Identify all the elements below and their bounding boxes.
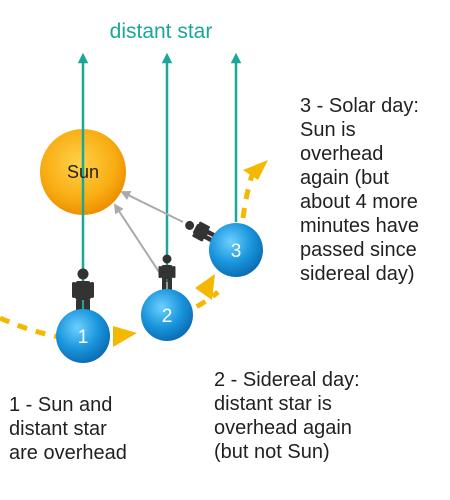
caption-position-1: 1 - Sun and distant star are overhead (9, 394, 127, 464)
orbit-direction-arrows (113, 160, 268, 347)
earth-number-2: 2 (162, 306, 173, 327)
earth-position-2: 2 (141, 289, 193, 341)
distant-star-label: distant star (110, 20, 213, 43)
orbit-arrow-3 (243, 160, 268, 180)
earth-position-3: 3 (209, 223, 263, 277)
caption-position-2: 2 - Sidereal day: distant star is overhe… (214, 369, 360, 463)
sun-sight-lines (113, 191, 184, 279)
sight-line-3 (120, 191, 184, 223)
earth-number-3: 3 (231, 241, 242, 262)
earth-number-1: 1 (78, 327, 89, 348)
orbit-arrow-1 (113, 326, 137, 347)
orbit-arrow-2 (195, 274, 215, 300)
person-3-icon (185, 220, 220, 245)
earth-position-1: 1 (56, 309, 110, 363)
person-2-icon (158, 254, 176, 291)
sight-line-2 (113, 203, 164, 279)
sun-label: Sun (67, 162, 99, 182)
caption-position-3: 3 - Solar day: Sun is overhead again (bu… (300, 95, 419, 285)
